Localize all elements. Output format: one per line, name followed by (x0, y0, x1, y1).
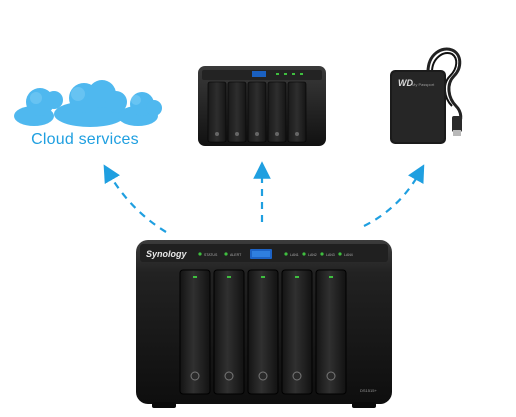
drive-bays (179, 269, 347, 395)
main-nas-icon: Synology STATUS ALERT LAN1 LAN2 LAN3 LAN… (136, 240, 392, 408)
indicator-label: STATUS (204, 253, 218, 257)
external-drive-icon: WD My Passport (390, 47, 463, 144)
indicator-label: LAN3 (326, 253, 335, 257)
cloud-services-label: Cloud services (31, 131, 139, 148)
nas-model-text: DS1515+ (360, 388, 377, 393)
drive-label-text: My Passport (412, 82, 435, 87)
indicator-label: LAN2 (308, 253, 317, 257)
indicator-label: LAN1 (290, 253, 299, 257)
drive-brand-text: WD (398, 78, 413, 88)
arrow-to-cloud (103, 164, 167, 233)
cloud-icon (14, 80, 162, 127)
nas-brand-text: Synology (146, 249, 187, 259)
arrow-to-drive (363, 164, 425, 227)
expansion-unit-icon (198, 66, 326, 146)
indicator-label: LAN4 (344, 253, 353, 257)
indicator-label: ALERT (230, 253, 242, 257)
